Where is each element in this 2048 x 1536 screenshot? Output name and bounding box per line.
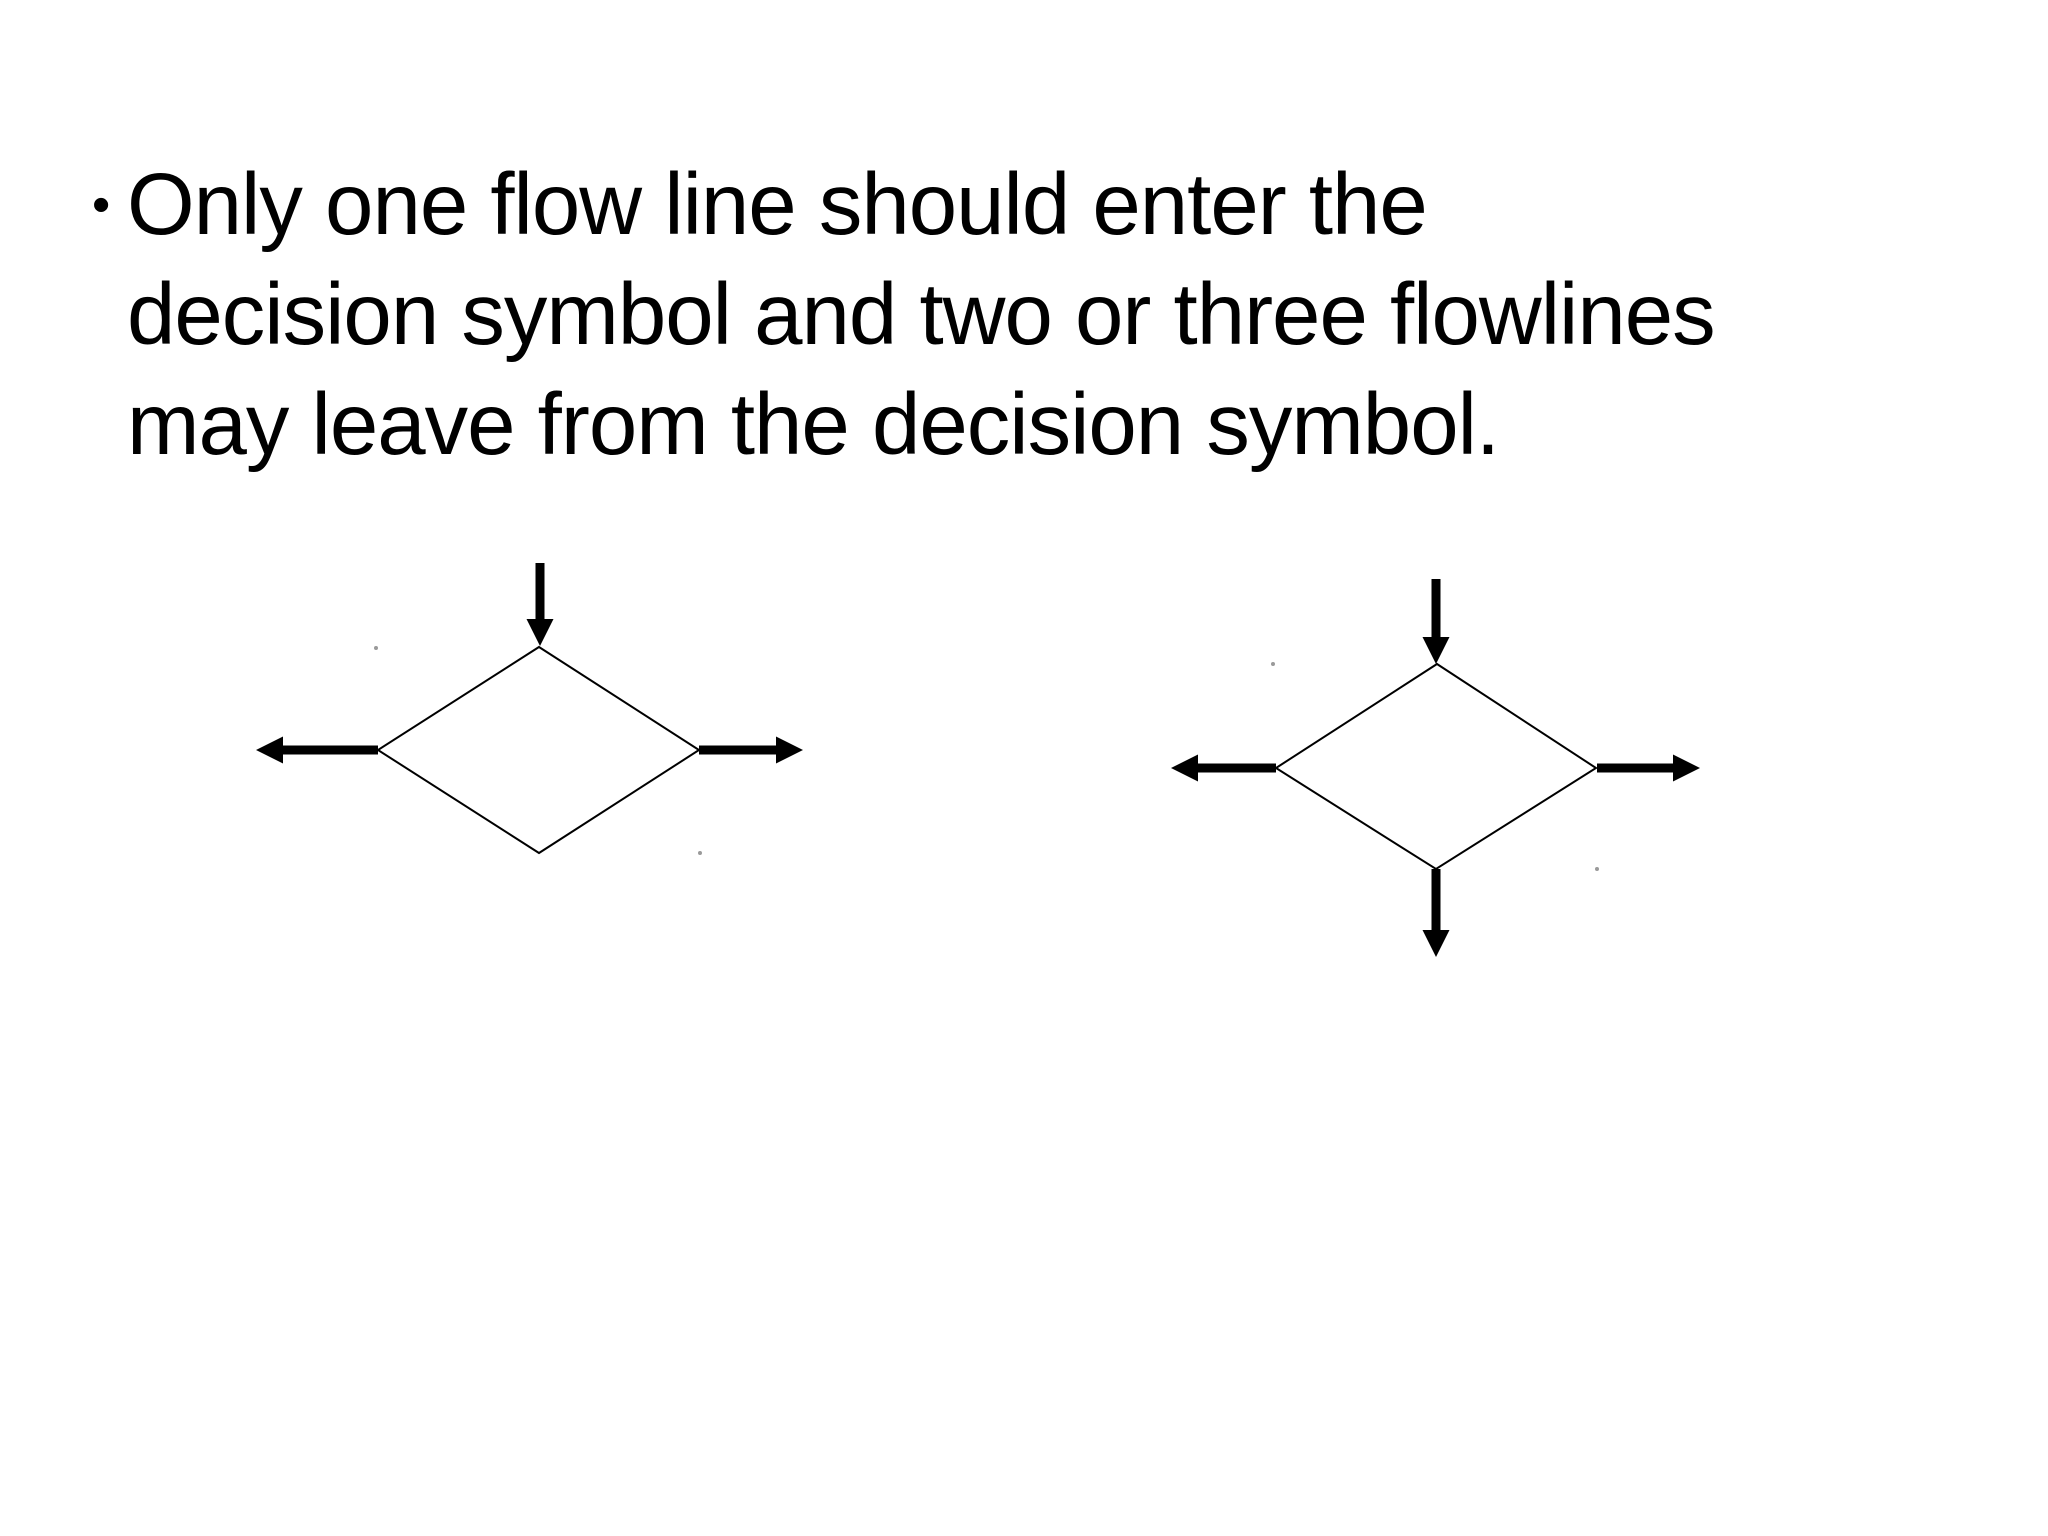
flowline-in-top-arrowhead-icon [526,619,554,646]
decision-diamond [1274,662,1598,871]
flowline-out-left-arrow [256,736,378,764]
bullet-text-line-3: may leave from the decision symbol. [127,376,1500,473]
flowline-out-left-arrow [1171,754,1276,782]
flowline-out-left-arrowhead-icon [256,736,283,764]
flowline-out-right-arrow [699,736,803,764]
decision-symbol-three-exits [1171,579,1700,957]
flowline-out-right-arrowhead-icon [776,736,803,764]
flowline-out-bottom-arrowhead-icon [1422,930,1450,957]
bullet-text-line-2: decision symbol and two or three flowlin… [127,266,1716,363]
flowline-in-top-arrow [1422,579,1450,664]
bullet-text: Only one flow line should enter the deci… [127,150,1827,480]
artifact-dot [1271,662,1275,666]
flowline-out-right-arrowhead-icon [1673,754,1700,782]
flowline-out-bottom-arrow [1422,869,1450,957]
flowline-in-top-arrowhead-icon [1422,637,1450,664]
flowline-out-left-arrowhead-icon [1171,754,1198,782]
artifact-dot [698,851,702,855]
bullet-marker: • [92,176,111,234]
artifact-dot [1595,867,1599,871]
bullet-text-line-1: Only one flow line should enter the [127,156,1428,253]
flowline-out-right-arrow [1597,754,1700,782]
decision-symbol-two-exits [256,563,803,855]
decision-diamond [376,645,701,855]
artifact-dot [374,646,378,650]
flowline-in-top-arrow [526,563,554,646]
